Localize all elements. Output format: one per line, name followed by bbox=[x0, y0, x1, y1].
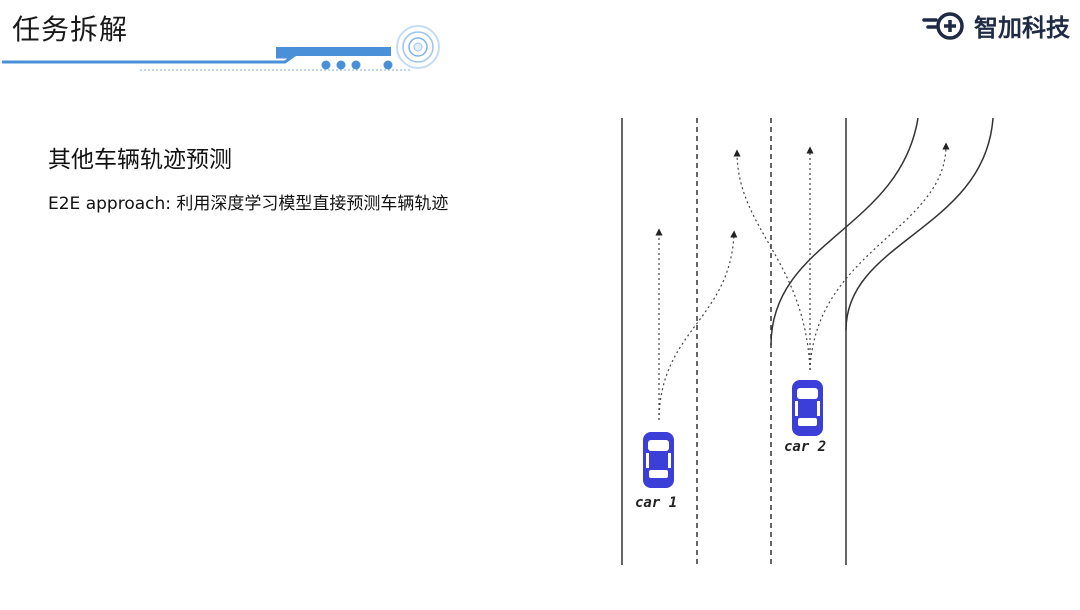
car-1-label: car 1 bbox=[635, 495, 677, 511]
ramp-curve bbox=[846, 118, 993, 330]
car-2-icon bbox=[792, 380, 823, 436]
brand-name: 智加科技 bbox=[974, 8, 1070, 43]
brand: 智加科技 bbox=[922, 8, 1070, 43]
predicted-trajectory bbox=[810, 146, 946, 370]
header-decoration bbox=[0, 20, 460, 80]
plus-circle-logo-icon bbox=[922, 11, 968, 41]
predicted-trajectory bbox=[737, 153, 810, 370]
ramp-curve bbox=[771, 118, 918, 345]
section-body: E2E approach: 利用深度学习模型直接预测车辆轨迹 bbox=[48, 189, 448, 214]
trajectory-diagram: car 1 car 2 bbox=[600, 110, 1010, 575]
car-2-label: car 2 bbox=[784, 439, 826, 455]
car-1-icon bbox=[643, 432, 674, 488]
section-heading: 其他车辆轨迹预测 bbox=[48, 140, 232, 174]
